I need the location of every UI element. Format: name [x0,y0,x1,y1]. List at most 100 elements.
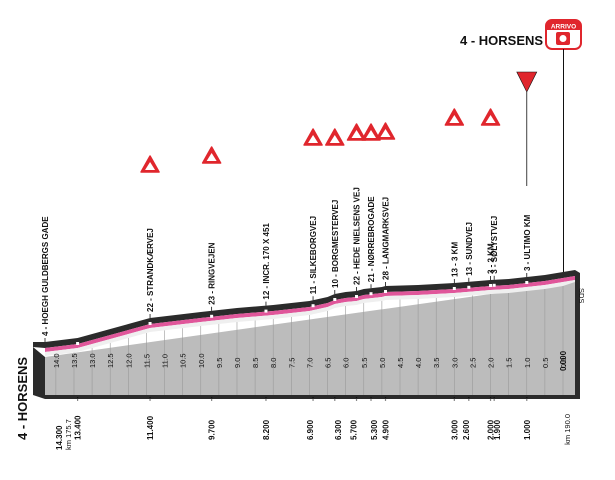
km-tick-label: 3.0 [450,358,459,368]
km-tick-label: 14.0 [52,353,61,368]
warning-inner [366,130,377,138]
km-tick-label: 4.0 [414,358,423,368]
warning-sign-icon [140,155,160,173]
km-tick-label: 0.0 [559,358,568,368]
warning-inner [308,135,319,143]
km-tick-label: 6.5 [324,358,333,368]
profile-surface [33,270,580,399]
waypoint-label: 4 - HOEGH GULDBERGS GADE [41,216,50,336]
waypoint-distance: 6.900 [306,419,315,440]
waypoint-marker [311,304,315,308]
start-km-label: km 175.7 [64,419,73,450]
warning-inner [206,153,217,161]
profile-right-face [575,270,580,399]
km-tick-label: 12.5 [106,353,115,368]
profile-grid [55,286,564,395]
waypoint-marker [76,342,80,345]
warning-sign-icon [444,108,465,126]
warning-sign-icon [361,123,381,141]
km-tick-label: 1.0 [523,358,532,368]
start-city-label: 4 - HORSENS [15,357,30,440]
waypoint-label: 28 - LANGMARKSVEJ [382,197,391,280]
warning-sign-icon [201,146,222,164]
waypoint-distance: 3.000 [450,419,459,440]
km-tick-label: 13.5 [70,353,79,368]
profile-bottom-edge [33,395,575,399]
km-tick-label: 1.5 [505,358,514,368]
finish-city-label: 4 - HORSENS [460,33,543,48]
km-tick-label: 9.0 [233,358,242,368]
waypoint-label: 3 - 2 KM [487,243,496,274]
finish-target-icon [559,35,567,42]
waypoint-distance: 8.200 [262,419,271,440]
km-tick-label: 10.0 [197,353,206,368]
waypoint-distance: 2.000 [487,419,496,440]
waypoint-label: 13 - SUNDVEJ [465,222,474,276]
warning-sign-icon [346,123,367,141]
km-tick-label: 8.0 [269,358,278,368]
waypoint-label: 12 - INCR. 170 X 451 [262,223,271,300]
waypoint-distance: 9.700 [208,419,217,440]
waypoint-label: 22 - HEDE NIELSENS VEJ [353,187,362,285]
waypoint-label: 10 - BORGMESTERVEJ [331,200,340,288]
warning-inner [449,115,460,123]
waypoint-marker [525,281,529,284]
profile-ground [45,282,575,395]
waypoint-label: 3 - ULTIMO KM [523,214,532,271]
waypoint-marker [452,287,456,290]
waypoint-marks [76,281,529,402]
profile-left-face [33,347,45,395]
waypoint-distance: 11.400 [146,415,155,440]
km-tick-label: 11.5 [142,354,151,368]
waypoint-marker [148,322,152,325]
km-tick-label: 3.5 [432,358,441,368]
route-shadow [45,280,575,356]
waypoint-label: 23 - RINGVEJEN [208,242,217,304]
waypoint-distance: 2.600 [462,419,471,440]
km-tick-label: 6.0 [342,358,351,368]
km-tick-label: 5.0 [378,358,387,368]
profile-top-edge [33,270,575,348]
km-tick-label: 4.5 [396,358,405,368]
waypoint-distance: 6.300 [334,419,343,440]
waypoint-marker [369,292,373,296]
warning-inner [485,115,496,123]
warning-sign-icon [375,122,396,140]
waypoint-distance: 13.400 [74,415,83,440]
km-tick-label: 9.5 [215,358,224,368]
waypoint-marker [333,298,337,301]
km-tick-label: 0.5 [541,358,550,368]
waypoint-label: 21 - NØRREBROGADE [367,196,376,282]
waypoint-distance: 1.000 [523,419,532,440]
last-km-flag-icon [516,71,538,93]
finish-tag: SDS [577,288,586,303]
km-tick-label: 2.0 [487,358,496,368]
waypoint-marker [355,295,359,298]
waypoint-label: 13 - 3 KM [450,242,459,277]
waypoint-marker [492,283,496,287]
km-tick-label: 8.5 [251,358,260,368]
km-tick-label: 7.0 [305,358,314,368]
start-dist-label: 14.300 [55,425,64,450]
warning-sign-icon [325,128,345,146]
warning-inner [145,162,156,170]
km-tick-label: 11.0 [161,354,170,368]
warning-sign-icon [480,108,501,126]
km-tick-label: 12.0 [124,353,133,368]
warning-inner [380,129,391,137]
warning-inner [351,130,362,138]
finish-badge: ARRIVO [545,19,582,50]
profile-base [33,282,575,399]
km-tick-label: 5.5 [360,358,369,368]
waypoint-marker [210,314,214,318]
waypoint-label: 11 - SILKEBORGVEJ [309,216,318,294]
route-band [45,276,575,352]
warning-sign-icon [303,128,323,146]
waypoint-marker [264,309,268,313]
waypoint-distance: 5.300 [370,419,379,440]
waypoint-label: 3 - SØLYSTVEJ [490,216,499,274]
finish-km-label: km 190.0 [563,414,572,445]
